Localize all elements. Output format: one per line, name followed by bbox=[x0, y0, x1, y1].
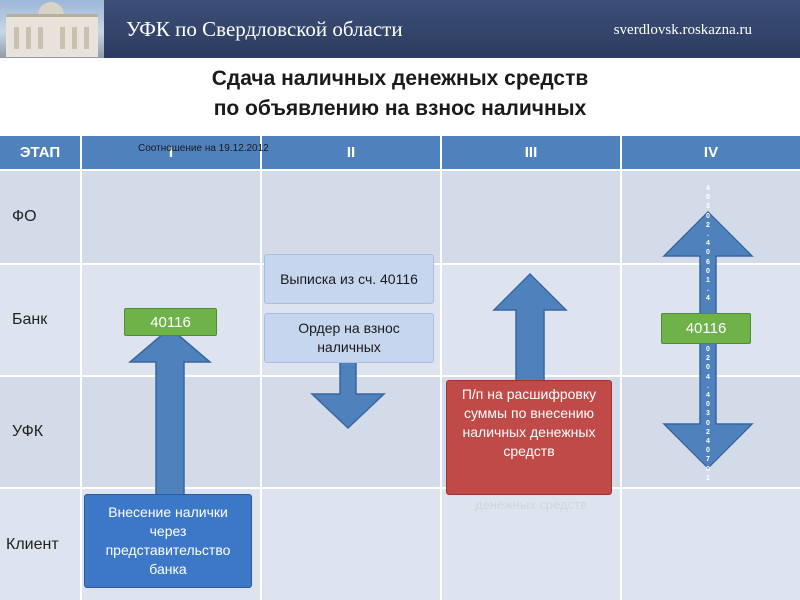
grid-cell bbox=[620, 487, 800, 600]
arrow-down-bank-to-ufk bbox=[310, 351, 386, 430]
arrow-up-client-to-bank bbox=[127, 327, 213, 501]
grid-cell bbox=[440, 169, 620, 263]
grid-cell bbox=[80, 169, 260, 263]
grid-cell bbox=[260, 169, 440, 263]
deposit-order-box: Ордер на взнос наличных bbox=[264, 313, 434, 363]
stage-header-col-2: II bbox=[260, 136, 440, 169]
slide-title: Сдача наличных денежных средств по объяв… bbox=[0, 64, 800, 124]
row-label-bank: Банк bbox=[0, 263, 80, 375]
row-label-ufk: УФК bbox=[0, 375, 80, 487]
arrow-up-ufk-to-bank bbox=[492, 272, 568, 383]
stage-header: ЭТАП bbox=[0, 136, 80, 169]
account-40116-col1: 40116 bbox=[124, 308, 217, 336]
slide-title-line-1: Сдача наличных денежных средств bbox=[211, 67, 589, 90]
slide-title-line-2: по объявлению на взнос наличных bbox=[213, 97, 587, 120]
grid-cell bbox=[260, 487, 440, 600]
building-photo bbox=[0, 0, 104, 58]
stage-header-col-1: I bbox=[80, 136, 260, 169]
date-note: Соотношение на 19.12.2012 bbox=[138, 143, 269, 154]
website-url[interactable]: sverdlovsk.roskazna.ru bbox=[613, 22, 752, 38]
row-label-client: Клиент bbox=[0, 487, 80, 600]
stage-header-col-3: III bbox=[440, 136, 620, 169]
row-label-fo: ФО bbox=[0, 169, 80, 263]
stage-header-col-4: IV bbox=[620, 136, 800, 169]
organization-title: УФК по Свердловской области bbox=[126, 17, 403, 41]
client-cash-deposit-box: Внесение налички через представительство… bbox=[84, 494, 252, 588]
grid-cell bbox=[440, 487, 620, 600]
statement-box: Выписка из сч. 40116 bbox=[264, 254, 434, 304]
account-40116-col4: 40116 bbox=[661, 313, 751, 344]
header-banner: УФК по Свердловской области sverdlovsk.r… bbox=[0, 0, 800, 58]
payment-order-box: П/п на расшифровку суммы по внесению нал… bbox=[446, 380, 612, 495]
ghost-text: денежных средств bbox=[474, 497, 588, 512]
